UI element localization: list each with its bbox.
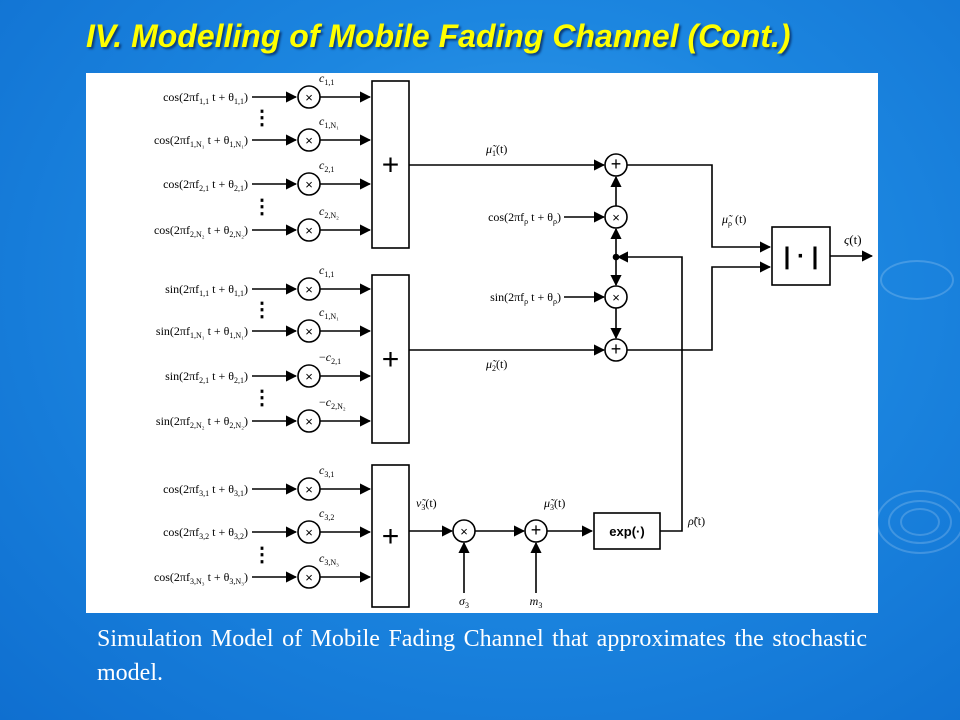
mean-adder-circle [524,519,548,543]
multiplier-symbol: × [305,133,313,148]
sigma-label: σ3 [459,594,469,610]
background-ripple [880,260,954,300]
signal-label-mu1: μ̃1(t) [485,142,507,158]
adder-circle [604,153,628,177]
slide-title: IV. Modelling of Mobile Fading Channel (… [86,18,791,54]
carrier-sin-label: sin(2πfρ t + θρ) [490,290,561,306]
summation-block [371,274,410,444]
ellipsis-dots: ⋮ [252,107,272,129]
multiplier-symbol: × [305,223,313,238]
multiplier-circle [297,477,321,501]
scaling-multiplier-circle [452,519,476,543]
background-ripple [876,490,960,554]
gain-coefficient-label: c3,1 [319,463,334,479]
input-oscillator-label: cos(2πf1,1 t + θ1,1) [163,90,248,106]
adder-symbol: + [611,339,622,359]
multiplier-circle [297,85,321,109]
signal-label-mu-rho: μ̃ρ (t) [721,212,746,228]
ellipsis-dots: ⋮ [252,299,272,321]
multiplier-circle [297,172,321,196]
summation-block [371,464,410,608]
carrier-multiplier-symbol: × [612,290,620,305]
gain-coefficient-label: c1,1 [319,263,334,279]
summation-symbol: + [382,343,400,376]
carrier-multiplier-circle [604,205,628,229]
multiplier-symbol: × [305,482,313,497]
figure-caption: Simulation Model of Mobile Fading Channe… [97,626,867,686]
block-diagram-panel: cos(2πf1,1 t + θ1,1) × c1,1 cos(2πf1,N₁ t +… [86,73,878,613]
adder-circle [604,338,628,362]
absolute-value-symbol: | · | [784,243,819,270]
gain-coefficient-label: c1,1 [319,73,334,87]
multiplier-circle [297,277,321,301]
summation-symbol: + [382,520,400,553]
carrier-cos-label: cos(2πfρ t + θρ) [488,210,561,226]
input-oscillator-label: cos(2πf3,1 t + θ3,1) [163,482,248,498]
summation-block [371,80,410,249]
signal-label-mu2: μ̃2(t) [485,357,507,373]
multiplier-symbol: × [305,324,313,339]
input-oscillator-label: cos(2πf2,N₂ t + θ2,N₂) [154,223,248,239]
mean-label: m3 [530,594,543,610]
gain-coefficient-label: c2,N₂ [319,204,339,220]
gain-coefficient-label: −c2,N₂ [319,395,346,411]
multiplier-symbol: × [305,369,313,384]
multiplier-symbol: × [305,414,313,429]
gain-coefficient-label: c3,N₃ [319,551,339,567]
carrier-multiplier-circle [604,285,628,309]
input-oscillator-label: cos(2πf1,N₁ t + θ1,N₁) [154,133,248,149]
multiplier-symbol: × [305,570,313,585]
mu2-to-abs-wire [627,261,772,351]
junction-dot [612,253,620,261]
adder-symbol: + [611,154,622,174]
gain-coefficient-label: c1,N₁ [319,305,339,321]
signal-label-output: ς(t) [844,232,862,247]
multiplier-circle [297,520,321,544]
gain-coefficient-label: −c2,1 [319,350,341,366]
gain-coefficient-label: c3,2 [319,506,334,522]
multiplier-circle [297,565,321,589]
input-oscillator-label: cos(2πf3,2 t + θ3,2) [163,525,248,541]
absolute-value-block [771,226,831,286]
ellipsis-dots: ⋮ [252,544,272,566]
multiplier-circle [297,319,321,343]
signal-label-nu3: ν̃3(t) [416,496,437,512]
exponential-label: exp(·) [609,524,644,539]
input-oscillator-label: cos(2πf2,1 t + θ2,1) [163,177,248,193]
multiplier-circle [297,128,321,152]
multiplier-symbol: × [305,90,313,105]
signal-label-rho: ρ̃(t) [687,514,705,528]
input-oscillator-label: sin(2πf2,1 t + θ2,1) [165,369,248,385]
exponential-block [593,512,661,550]
gain-coefficient-label: c2,1 [319,158,334,174]
input-oscillator-label: sin(2πf2,N₂ t + θ2,N₂) [156,414,248,430]
multiplier-circle [297,218,321,242]
summation-symbol: + [382,149,400,182]
mean-adder-symbol: + [531,520,542,540]
multiplier-circle [297,409,321,433]
multiplier-symbol: × [305,525,313,540]
signal-label-mu3: μ̃3(t) [543,496,565,512]
multiplier-symbol: × [305,177,313,192]
input-oscillator-label: cos(2πf3,N₃ t + θ3,N₃) [154,570,248,586]
block-diagram: cos(2πf1,1 t + θ1,1) × c1,1 cos(2πf1,N₁ t +… [154,73,874,610]
input-oscillator-label: sin(2πf1,1 t + θ1,1) [165,282,248,298]
rho-feedback-wire [616,251,683,532]
carrier-multiplier-symbol: × [612,210,620,225]
input-oscillator-label: sin(2πf1,N₁ t + θ1,N₁) [156,324,248,340]
multiplier-circle [297,364,321,388]
mu1-to-abs-wire [627,164,772,253]
gain-coefficient-label: c1,N₁ [319,114,339,130]
scaling-multiplier-symbol: × [460,524,468,539]
ellipsis-dots: ⋮ [252,387,272,409]
ellipsis-dots: ⋮ [252,196,272,218]
multiplier-symbol: × [305,282,313,297]
